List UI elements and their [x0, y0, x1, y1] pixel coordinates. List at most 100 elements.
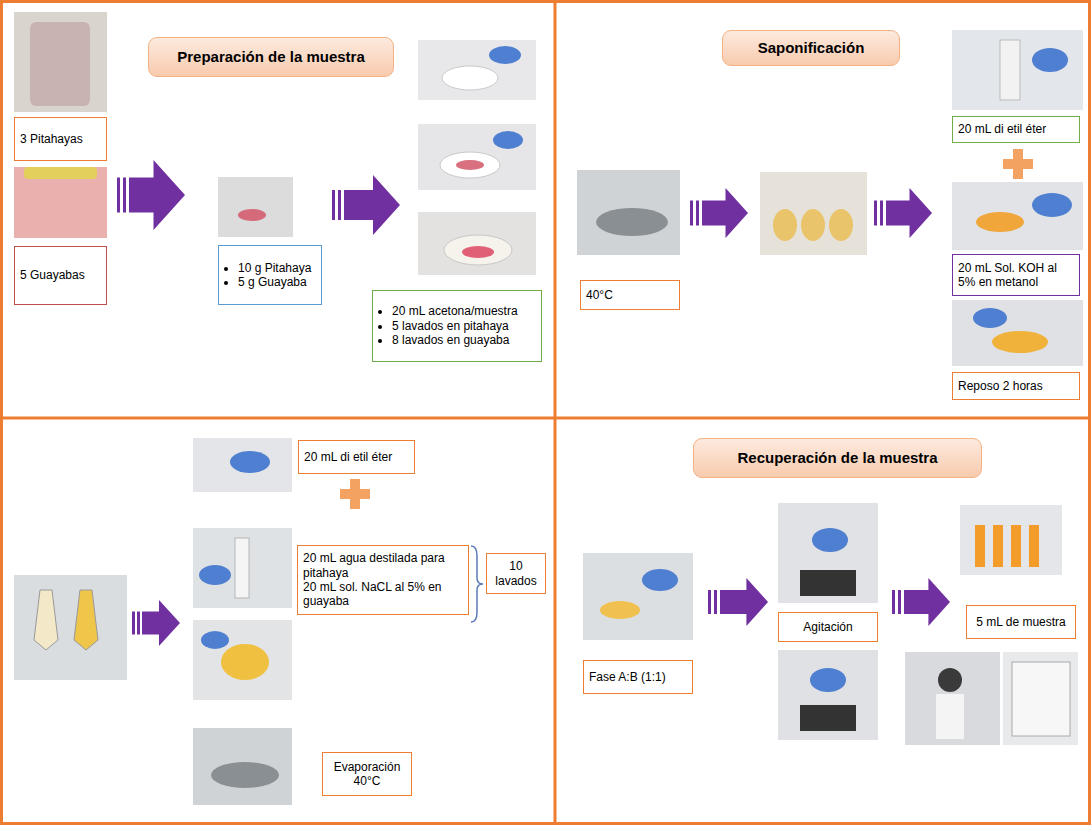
photo — [418, 212, 536, 275]
process-box: Agitación — [778, 612, 878, 642]
text-group: 20 mL Sol. KOH al 5% en metanol — [958, 261, 1074, 290]
arrow-stripe — [117, 178, 120, 213]
arrow-stripe — [690, 201, 693, 226]
section-title: Saponificación — [722, 30, 900, 66]
arrow-stripe — [132, 612, 135, 635]
photo-glove — [1032, 48, 1068, 72]
bullet-item: 5 g Guayaba — [238, 275, 316, 289]
box-text: 5 mL de muestra — [972, 615, 1070, 629]
photo-person — [936, 694, 964, 739]
photo-glove — [199, 565, 231, 585]
text-group: 3 Pitahayas — [20, 132, 101, 146]
photo-vortex — [800, 570, 856, 596]
process-box: 20 mL acetona/muestra5 lavados en pitaha… — [372, 290, 542, 362]
box-text: 20 mL sol. NaCL al 5% en guayaba — [303, 580, 463, 609]
arrow-stripe — [880, 201, 883, 226]
arrow-stripe — [714, 590, 717, 614]
box-text: 20 mL Sol. KOH al 5% en metanol — [958, 261, 1074, 290]
photo-sample — [976, 212, 1024, 232]
bullet-list: 20 mL acetona/muestra5 lavados en pitaha… — [378, 304, 536, 347]
process-box: 5 mL de muestra — [966, 605, 1076, 639]
process-box: 20 mL di etil éter — [298, 440, 415, 474]
text-group: Agitación — [784, 620, 872, 634]
photo — [418, 40, 536, 100]
photo — [193, 620, 292, 700]
plus-symbol — [350, 479, 360, 509]
photo — [577, 170, 680, 255]
panel-divider — [554, 0, 557, 825]
photo-flask — [221, 644, 269, 680]
bullet-item: 20 mL acetona/muestra — [392, 304, 536, 318]
photo-tube — [975, 525, 985, 567]
process-box: 5 Guayabas — [14, 246, 107, 305]
photo-mortar — [440, 152, 500, 178]
photo — [583, 553, 693, 640]
arrow-stripe — [708, 590, 711, 614]
panel-divider — [0, 417, 1091, 420]
text-group: 20 mL agua destilada para pitahaya20 mL … — [303, 551, 463, 609]
box-text: 5 Guayabas — [20, 268, 101, 282]
photo-vial — [829, 209, 853, 241]
photo — [1003, 652, 1078, 745]
block-arrow — [702, 188, 748, 238]
arrow-stripe — [332, 190, 335, 220]
photo — [418, 124, 536, 190]
text-group: 20 mL acetona/muestra5 lavados en pitaha… — [378, 304, 536, 347]
photo — [778, 503, 878, 603]
photo-sample — [992, 331, 1048, 353]
text-group: 40°C — [586, 288, 674, 302]
text-group: 5 Guayabas — [20, 268, 101, 282]
box-text: Reposo 2 horas — [958, 379, 1074, 393]
text-group: 5 mL de muestra — [972, 615, 1070, 629]
photo — [193, 438, 292, 492]
box-text: 20 mL agua destilada para pitahaya — [303, 551, 463, 580]
arrow-stripe — [898, 590, 901, 614]
photo — [778, 650, 878, 740]
photo-tube — [993, 525, 1003, 567]
box-text: Evaporación 40°C — [328, 760, 406, 789]
box-text: 3 Pitahayas — [20, 132, 101, 146]
text-group: Saponificación — [728, 39, 894, 57]
section-title: Preparación de la muestra — [148, 37, 394, 77]
photo — [952, 30, 1083, 110]
section-title: Recuperación de la muestra — [693, 438, 982, 478]
process-box: 20 mL agua destilada para pitahaya20 mL … — [297, 545, 469, 615]
process-box: 20 mL Sol. KOH al 5% en metanol — [952, 254, 1080, 296]
photo — [14, 575, 127, 680]
photo-glove — [230, 451, 270, 473]
photo-vial — [773, 209, 797, 241]
box-text: 20 mL di etil éter — [958, 122, 1074, 136]
arrow-stripe — [338, 190, 341, 220]
photo-tube — [1029, 525, 1039, 567]
process-box: Fase A:B (1:1) — [583, 660, 693, 694]
bullet-item: 10 g Pitahaya — [238, 261, 316, 275]
block-arrow — [142, 600, 180, 646]
text-group: Preparación de la muestra — [154, 48, 388, 66]
process-box: 10 lavados — [486, 553, 546, 594]
photo-glove — [489, 46, 521, 64]
arrow-stripe — [874, 201, 877, 226]
photo-bath — [211, 762, 279, 788]
text-group: 10 g Pitahaya5 g Guayaba — [224, 261, 316, 290]
photo-sample — [238, 209, 266, 221]
text-group: 10 lavados — [492, 559, 540, 588]
photo-glove — [973, 308, 1007, 328]
process-box: Evaporación 40°C — [322, 752, 412, 796]
photo — [905, 652, 1000, 745]
process-box: 40°C — [580, 280, 680, 310]
text-group: 20 mL di etil éter — [304, 450, 409, 464]
block-arrow — [129, 160, 185, 230]
photo — [960, 505, 1062, 575]
arrow-stripe — [137, 612, 140, 635]
photo-jar — [30, 22, 90, 106]
photo — [952, 182, 1083, 250]
photo-mortar — [444, 235, 512, 265]
photo-cylinder — [235, 538, 249, 598]
arrow-stripe — [892, 590, 895, 614]
photo-vial — [801, 209, 825, 241]
photo-tube — [1011, 525, 1021, 567]
block-arrow — [720, 578, 768, 626]
